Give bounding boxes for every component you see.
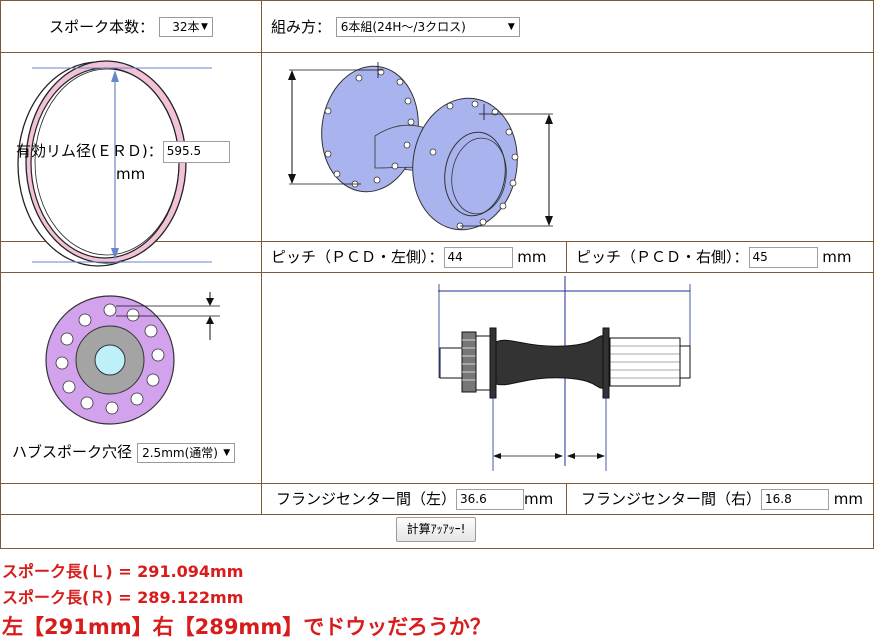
flange-right-label: フランジセンター間（右）: [581, 490, 762, 508]
hub-hole-illustration: [45, 292, 220, 425]
result-summary: 左【291mm】右【289mm】でドウッだろうか？: [2, 615, 491, 639]
pcd-right-cell: ピッチ（ＰＣＤ・右側）：45 mm: [565, 241, 875, 273]
flange-left-input[interactable]: 36.6: [456, 489, 525, 510]
empty-cell-2: [0, 483, 262, 515]
chevron-down-icon: ▼: [200, 22, 208, 33]
hole-select-value: 2.5mm(通常): [142, 445, 218, 460]
hub-perspective-illustration: [288, 62, 553, 231]
hole-field: ハブスポーク穴径 2.5mm(通常) ▼: [12, 441, 236, 463]
hole-label: ハブスポーク穴径: [12, 443, 133, 461]
chevron-down-icon: ▼: [223, 447, 231, 458]
erd-field: 有効リム径(ＥＲＤ)：595.5: [16, 140, 256, 163]
chevron-down-icon: ▼: [507, 22, 515, 33]
flange-right-cell: フランジセンター間（右）16.8 mm: [565, 483, 875, 515]
lacing-cell: 組み方： 6本組(24H～/3クロス) ▼: [260, 0, 875, 53]
pcd-right-unit: mm: [822, 248, 852, 266]
flange-left-unit: mm: [524, 490, 554, 508]
spokes-cell: スポーク本数： 32本▼: [0, 0, 262, 53]
erd-input[interactable]: 595.5: [162, 140, 230, 163]
flange-left-label: フランジセンター間（左）: [276, 490, 457, 508]
pcd-left-input[interactable]: 44: [443, 247, 513, 268]
hub-side-illustration: [438, 276, 691, 471]
spokes-select-value: 32本: [172, 20, 200, 35]
pcd-right-input[interactable]: 45: [748, 247, 818, 268]
calculate-button[interactable]: 計算ｱｯｱｯｰ!: [396, 517, 476, 542]
rim-illustration: [17, 60, 212, 267]
pcd-right-label: ピッチ（ＰＣＤ・右側）：: [576, 248, 749, 266]
hole-select[interactable]: 2.5mm(通常) ▼: [137, 442, 236, 463]
pcd-left-unit: mm: [517, 248, 547, 266]
spokes-select[interactable]: 32本▼: [158, 17, 213, 38]
flange-right-input[interactable]: 16.8: [761, 489, 830, 510]
erd-unit: mm: [116, 165, 146, 183]
spokes-label: スポーク本数：: [49, 17, 155, 36]
result-right: スポーク長(Ｒ) = 289.122mm: [2, 588, 244, 607]
pcd-left-cell: ピッチ（ＰＣＤ・左側）：44 mm: [261, 241, 567, 273]
erd-label: 有効リム径(ＥＲＤ)：: [16, 142, 163, 160]
pcd-left-label: ピッチ（ＰＣＤ・左側）：: [271, 248, 444, 266]
flange-right-unit: mm: [833, 490, 864, 508]
lacing-label: 組み方：: [271, 17, 332, 36]
result-left: スポーク長(Ｌ) = 291.094mm: [2, 562, 244, 581]
lacing-select[interactable]: 6本組(24H～/3クロス) ▼: [335, 17, 520, 38]
lacing-select-value: 6本組(24H～/3クロス): [340, 20, 466, 35]
